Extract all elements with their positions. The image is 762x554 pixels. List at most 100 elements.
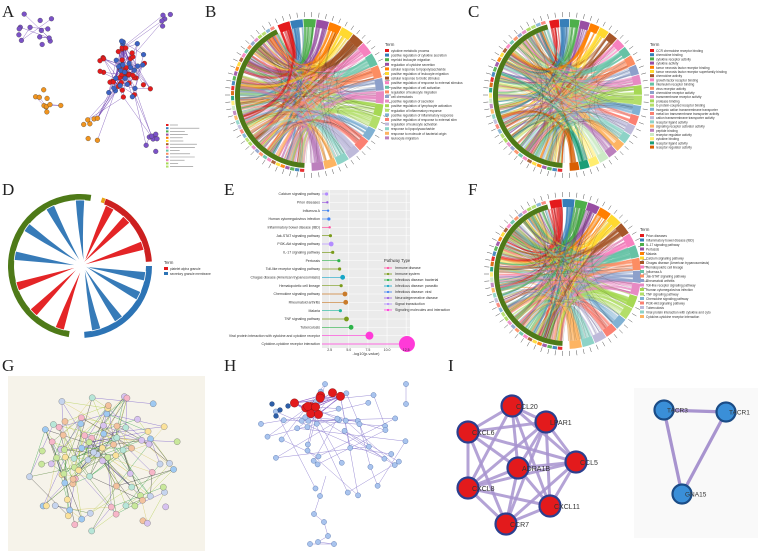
string-node [85,439,93,446]
chord-gene-tick [241,52,247,58]
chord-gene-tick [517,212,524,218]
network-node [110,79,116,85]
chord-link-dark [504,287,536,304]
legend-swatch [385,113,389,117]
network-node [45,26,51,32]
network-node-blue [402,438,409,445]
string-node [61,418,69,425]
string-edge [63,397,93,436]
network-edge [319,475,327,497]
string-edge [150,438,170,464]
string-edge [58,427,65,450]
string-edge [61,401,64,436]
chord-link [267,123,333,160]
chord-gene-label-mark [491,128,496,132]
network-node-blue [264,433,271,440]
legend-point [386,290,390,294]
network-node-blue [315,453,322,460]
chord-term-arc [592,330,607,344]
chord-term-arc [615,223,629,238]
string-edge [45,429,65,474]
chord-gene-tick [505,43,511,50]
chord-gene-label-mark [631,313,637,317]
chord-gene-tick [500,311,506,318]
legend-item: transmembrane receptor activity [656,95,702,99]
chord-term-arc [587,156,600,167]
data-point [338,267,342,271]
string-edge [42,482,65,507]
legend-point [386,302,390,306]
network-node-red [315,393,325,403]
chord-gene-tick [266,157,272,163]
chord-link-dark [322,82,375,161]
network-node [44,95,50,101]
chord-gene-label-mark [344,21,348,27]
string-node [128,444,135,452]
panel-label-i: I [448,356,454,375]
legend-swatch [385,108,389,112]
hub-edge [467,420,547,490]
panel-i-hub-networks-svg: CCL20LPAR1CXCL6CCL5ADRA1BCXCL8CXCL11CCR7… [456,388,758,538]
hub-edge [466,431,508,525]
chord-link-dark [566,26,620,138]
chord-link [505,62,615,145]
chord-gene-label-mark [227,72,233,75]
network-node-blue [396,458,402,465]
chord-gene-label-mark [608,338,612,343]
chord-term-arc [334,152,349,165]
network-edge [134,54,144,89]
data-point [365,331,374,340]
string-node [90,449,97,456]
legend-swatch [385,72,389,75]
chord-link-dark [289,29,374,82]
chord-gene-tick [490,261,494,267]
chord-gene-label-mark [613,209,618,214]
network-node-blue [315,539,321,545]
network-node [119,87,125,93]
chord-gene-tick [521,29,527,35]
chord-link [554,35,601,163]
network-edge [122,15,164,48]
chord-link-dark [499,242,626,268]
chord-gene-label-mark [520,338,524,343]
string-edge [107,457,127,506]
chord-gene-tick [503,315,509,322]
network-node-blue [344,489,351,496]
string-edge [89,396,125,443]
chord-gene-label-mark [226,108,232,111]
panel-d-chord: Term platelet alpha granule secretory gr… [0,178,222,356]
network-node [115,49,121,55]
chord-term-arc [323,157,337,170]
chord-gene-label-mark [498,46,504,50]
chord-link-dark [508,219,605,253]
string-node [147,492,154,500]
string-edge [103,397,128,434]
chord-term-arc [364,53,378,68]
chord-gene-label-mark [488,65,494,68]
network-edge [275,411,316,489]
chord-term-arc [606,214,621,229]
chord-link-dark [247,33,289,126]
chord-link [523,41,618,72]
legend-swatch [385,104,389,108]
chord-link [256,118,353,147]
network-node [167,11,173,18]
chord-term-arc [633,95,642,106]
y-tick-label: Rheumatoid arthritis [289,301,321,305]
chord-term-arc [362,126,376,141]
chord-gene-label-mark [608,25,612,31]
chord-link-dark [589,297,620,328]
legend-swatch [166,130,169,133]
string-node [104,454,111,461]
string-edge [141,440,178,442]
chord-gene-label-mark [356,155,360,161]
network-node-blue [311,511,317,517]
chord-link-dark [517,47,633,108]
network-edge [350,447,392,455]
legend-swatch [650,141,654,145]
hub-node-label: CCL5 [580,460,598,467]
network-node-blue [366,443,372,450]
legend-item: peptide binding [656,129,678,133]
